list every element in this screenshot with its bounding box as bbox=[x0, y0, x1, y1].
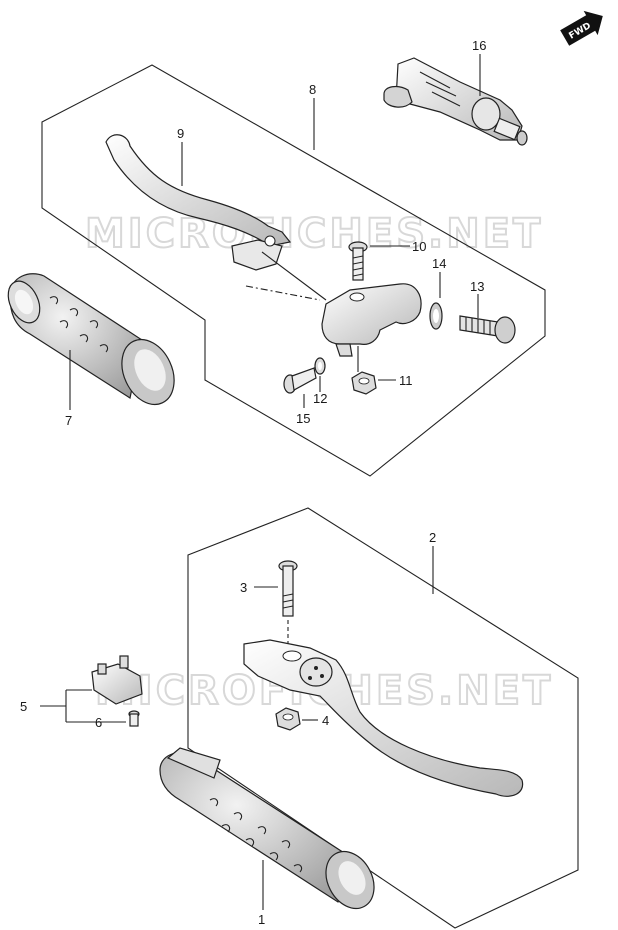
part-label-6: 6 bbox=[95, 715, 102, 730]
part-label-7: 7 bbox=[65, 413, 72, 428]
switch-5 bbox=[91, 655, 143, 705]
part-label-16: 16 bbox=[472, 38, 486, 53]
lever-bracket bbox=[321, 283, 422, 357]
part-label-5: 5 bbox=[20, 699, 27, 714]
switch-16 bbox=[383, 57, 528, 146]
adjuster-13 bbox=[459, 315, 516, 344]
part-label-13: 13 bbox=[470, 279, 484, 294]
leader-lines bbox=[40, 54, 481, 910]
part-label-10: 10 bbox=[412, 239, 426, 254]
bolt-3 bbox=[278, 560, 298, 648]
watermark-top: MICROFICHES.NET bbox=[85, 211, 543, 257]
nut-4 bbox=[275, 707, 301, 731]
grip-7 bbox=[7, 273, 175, 406]
part-label-9: 9 bbox=[177, 126, 184, 141]
part-labels: 1 2 3 4 5 6 7 8 9 10 11 12 13 14 15 16 bbox=[20, 38, 486, 927]
washer-14 bbox=[429, 302, 443, 330]
assembly-8-outline bbox=[41, 64, 546, 477]
lever-9 bbox=[105, 134, 292, 271]
part-label-8: 8 bbox=[309, 82, 316, 97]
washer-12 bbox=[314, 357, 326, 375]
assembly-2-outline bbox=[187, 507, 579, 929]
part-label-4: 4 bbox=[322, 713, 329, 728]
part-label-12: 12 bbox=[313, 391, 327, 406]
part-label-3: 3 bbox=[240, 580, 247, 595]
part-label-1: 1 bbox=[258, 912, 265, 927]
bolt-10 bbox=[348, 241, 368, 281]
part-label-11: 11 bbox=[399, 373, 413, 388]
screw-6 bbox=[128, 710, 140, 727]
lever-2 bbox=[243, 639, 524, 797]
bolt-15 bbox=[283, 367, 317, 394]
nut-11 bbox=[351, 371, 377, 395]
part-label-15: 15 bbox=[296, 411, 310, 426]
part-label-14: 14 bbox=[432, 256, 446, 271]
part-label-2: 2 bbox=[429, 530, 436, 545]
grip-1 bbox=[159, 747, 375, 910]
fwd-arrow-icon: FWD bbox=[560, 10, 603, 46]
